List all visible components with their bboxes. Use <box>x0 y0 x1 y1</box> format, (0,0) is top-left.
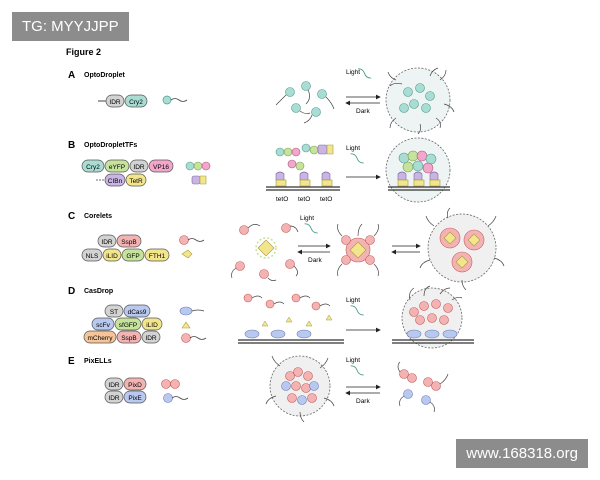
corelet-dispersed <box>231 223 299 282</box>
domain-label: SspB <box>121 239 137 246</box>
dark-label: Dark <box>356 398 370 405</box>
tf-condensate <box>385 137 451 203</box>
operator-label: tetO <box>320 196 332 203</box>
pixells-dispersed <box>397 361 449 413</box>
domain-idr <box>105 94 125 108</box>
domain-label: VP16 <box>153 164 169 171</box>
light-label: Light <box>300 215 314 222</box>
panel-d-letter: D <box>68 286 75 297</box>
domain-cry2 <box>124 94 148 108</box>
scfv-molecule-icon <box>181 321 191 329</box>
domain-label: IDR <box>133 164 145 171</box>
figure-title: Figure 2 <box>66 47 101 57</box>
domain-label: CIBn <box>108 178 123 185</box>
domain-label: FTH1 <box>149 253 166 260</box>
domain-label: IDR <box>101 239 113 246</box>
light-label: Light <box>346 145 360 152</box>
corelet-condensate <box>419 207 505 291</box>
operator-label: tetO <box>298 196 310 203</box>
domain-label: IDR <box>108 382 120 389</box>
panel-d-title: CasDrop <box>84 288 113 295</box>
domain-label: IDR <box>108 395 120 402</box>
light-icon <box>358 68 372 79</box>
pixe-molecule-icon <box>163 393 173 403</box>
panel-a-title: OptoDroplet <box>84 72 125 79</box>
domain-label: NLS <box>86 253 99 260</box>
watermark-bottom: www.168318.org <box>456 439 588 468</box>
light-icon <box>350 153 364 164</box>
dark-label: Dark <box>356 108 370 115</box>
operator-label: tetO <box>276 196 288 203</box>
watermark-top: TG: MYYJJPP <box>12 12 129 41</box>
sspb-idr-molecule-icon <box>181 333 191 343</box>
light-icon <box>304 223 318 234</box>
domain-label: PixE <box>128 395 142 402</box>
domain-label: IDR <box>109 99 121 106</box>
panel-b-letter: B <box>68 140 75 151</box>
domain-label: eYFP <box>109 164 125 171</box>
panel-e-title: PixELLs <box>84 358 112 365</box>
domain-label: sfGFP <box>119 322 137 329</box>
panel-c: C Corelets IDR SspB NLS iLID GFP FTH1 Li… <box>68 207 505 291</box>
dcas9-molecule-icon <box>179 306 193 316</box>
domain-label: iLID <box>146 322 158 329</box>
panel-b-title: OptoDropletTFs <box>84 142 137 149</box>
cry2-molecule-icon <box>162 95 172 105</box>
panel-b: B OptoDropletTFs Cry2 eYFP IDR VP16 CIBn… <box>68 137 451 203</box>
corelet-assembled <box>337 223 379 277</box>
panel-d: D CasDrop ST dCas9 scFv sfGFP iLID mCher… <box>68 285 474 349</box>
domain-label: iLID <box>106 253 118 260</box>
casdrop-dispersed <box>238 293 344 344</box>
panel-a-letter: A <box>68 70 75 81</box>
domain-label: mCherry <box>88 335 114 342</box>
optodroplet-condensate <box>385 67 455 135</box>
domain-label: ST <box>110 309 118 316</box>
domain-label: scFv <box>96 322 110 329</box>
light-label: Light <box>346 297 360 304</box>
light-label: Light <box>346 357 360 364</box>
tf-dna-binding-b: tetO tetO tetO <box>266 143 340 203</box>
light-label: Light <box>346 69 360 76</box>
domain-label: IDR <box>145 335 157 342</box>
domain-label: dCas9 <box>128 309 147 316</box>
panel-c-title: Corelets <box>84 213 112 220</box>
panel-e: E PixELLs IDR PixD IDR PixE <box>68 355 449 423</box>
dark-label: Dark <box>308 257 322 264</box>
panel-c-letter: C <box>68 211 75 222</box>
casdrop-condensate <box>392 285 474 349</box>
sspb-molecule-icon <box>179 235 189 245</box>
panel-a: A OptoDroplet IDR Cry2 Light Dark <box>68 67 455 135</box>
domain-label: TetR <box>129 178 143 185</box>
domain-label: PixD <box>128 382 142 389</box>
domain-label: Cry2 <box>86 164 100 171</box>
light-icon <box>350 305 364 316</box>
domain-label: GFP <box>126 253 139 260</box>
tf-molecule-icon <box>185 161 211 185</box>
domain-label: Cry2 <box>129 99 143 106</box>
core-molecule-icon <box>181 249 193 259</box>
dispersed-molecules-a <box>275 81 335 124</box>
domain-label: SspB <box>121 335 137 342</box>
light-icon <box>350 365 364 376</box>
panel-e-letter: E <box>68 356 75 367</box>
pixells-condensate <box>265 355 335 423</box>
pixd-molecule-icon <box>161 379 180 389</box>
